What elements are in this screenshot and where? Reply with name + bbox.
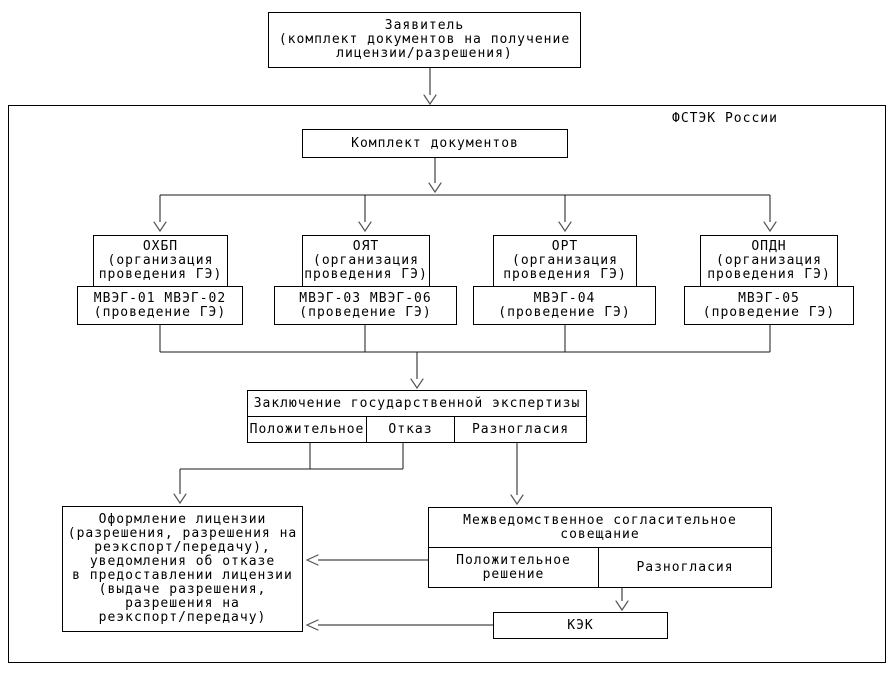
arrowhead-kek-to-license: [305, 619, 319, 631]
arrowhead-into-kek: [615, 600, 629, 612]
meeting-cell-disagreement: Разногласия: [598, 548, 771, 587]
agency-label: ФСТЭК России: [672, 111, 778, 126]
conclusion-cell-disagreement: Разногласия: [454, 417, 586, 442]
merge-drops: [159, 325, 771, 352]
arrowhead-col2: [358, 221, 372, 233]
arrowhead-into-conclusion: [410, 378, 424, 390]
kek-box: КЭК: [493, 612, 668, 639]
conclusion-left-drops: [309, 443, 404, 469]
meeting-cell-positive-decision: Положительное решение: [456, 552, 571, 582]
meeting-cells: Положительное решение Разногласия: [429, 548, 771, 587]
arrowhead-docs-down: [428, 182, 442, 194]
distribution-drops: [159, 195, 771, 222]
license-issuing-box: Оформление лицензии (разрешения, разреше…: [62, 506, 303, 632]
arrowhead-into-meeting: [510, 494, 524, 506]
conclusion-title: Заключение государственной экспертизы: [248, 391, 586, 417]
org-box-oyat: ОЯТ (организация проведения ГЭ): [302, 235, 430, 287]
arrowhead-into-agency: [423, 94, 437, 106]
conclusion-cell-refusal: Отказ: [366, 417, 454, 442]
conclusion-box: Заключение государственной экспертизы По…: [247, 390, 587, 443]
arrowhead-into-license: [173, 493, 187, 505]
mveg-box-05: МВЭГ-05 (проведение ГЭ): [684, 286, 854, 325]
document-set-box: Комплект документов: [302, 129, 568, 158]
arrowhead-meeting-to-license: [305, 554, 319, 566]
org-box-ort: ОРТ (организация проведения ГЭ): [493, 235, 637, 287]
applicant-box: Заявитель (комплект документов на получе…: [268, 12, 581, 68]
mveg-box-03-06: МВЭГ-03 МВЭГ-06 (проведение ГЭ): [274, 286, 457, 325]
meeting-box: Межведомственное согласительное совещани…: [428, 507, 772, 588]
meeting-title: Межведомственное согласительное совещани…: [429, 508, 771, 548]
arrowhead-col1: [153, 221, 167, 233]
mveg-box-04: МВЭГ-04 (проведение ГЭ): [473, 286, 656, 325]
arrowhead-col3: [558, 221, 572, 233]
agency-frame: [8, 105, 886, 663]
conclusion-cells: Положительное Отказ Разногласия: [248, 417, 586, 442]
arrowhead-col4: [763, 221, 777, 233]
org-box-opdn: ОПДН (организация проведения ГЭ): [700, 235, 838, 287]
org-box-ohbp: ОХБП (организация проведения ГЭ): [93, 235, 228, 287]
mveg-box-01-02: МВЭГ-01 МВЭГ-02 (проведение ГЭ): [77, 286, 243, 325]
conclusion-cell-positive: Положительное: [249, 421, 365, 437]
